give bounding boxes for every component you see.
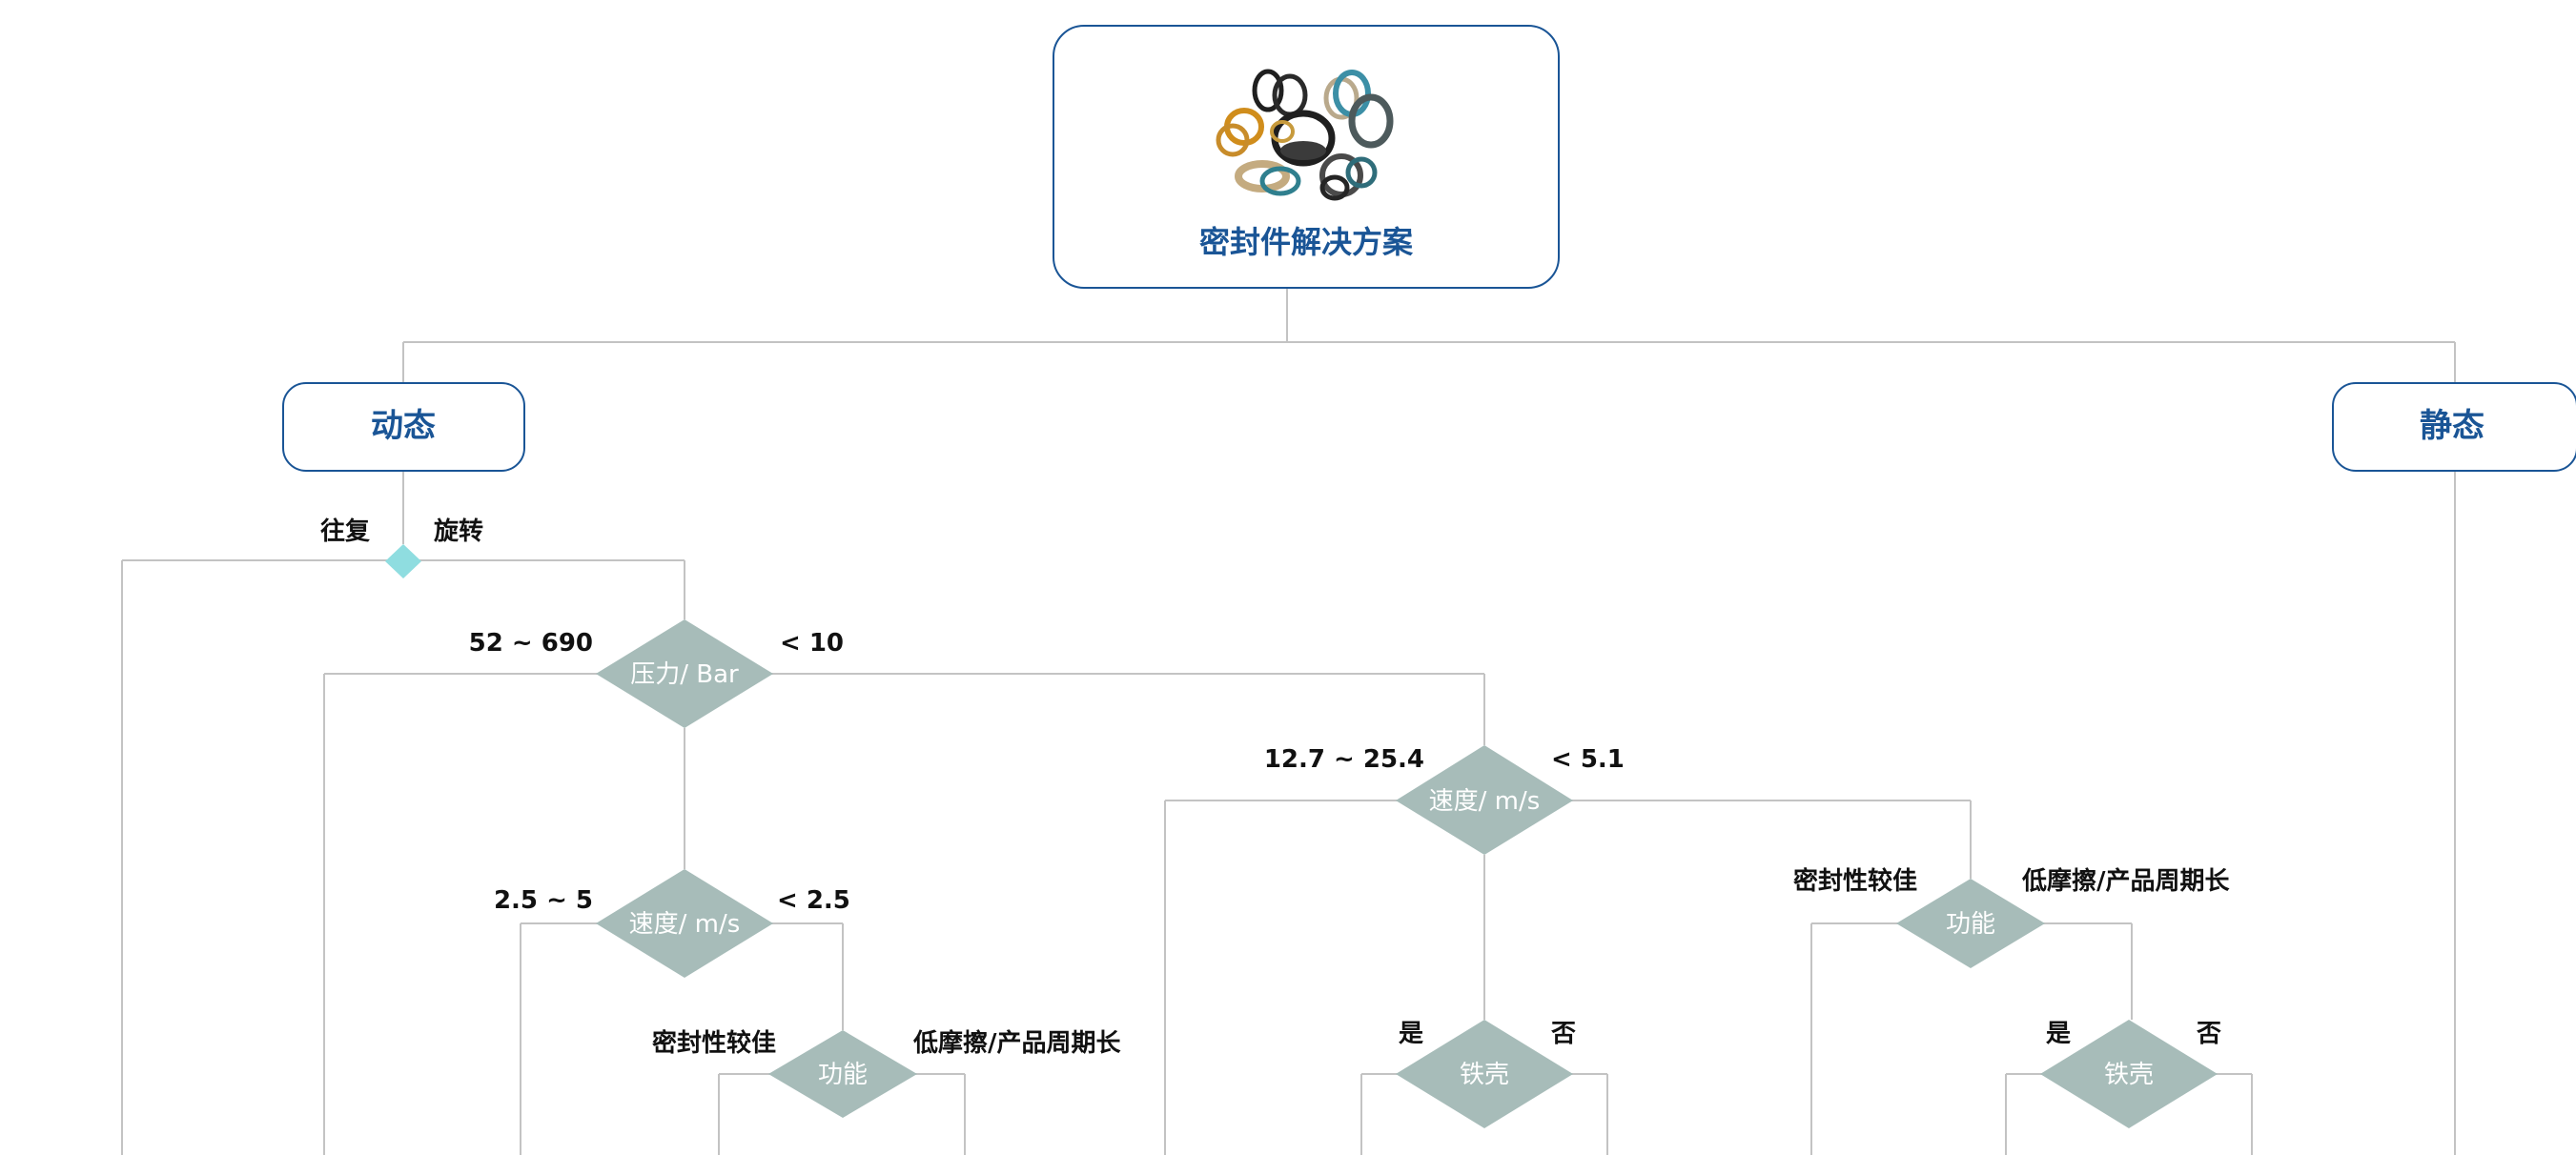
decision-pressure-label: 压力/ Bar	[630, 660, 739, 689]
label-function-left-sealing: 密封性较佳	[652, 1028, 776, 1058]
decision-iron-right[interactable]: 铁壳	[2040, 1020, 2218, 1128]
label-function-left-low-friction: 低摩擦/产品周期长	[912, 1028, 1121, 1058]
label-iron-right-no: 否	[2197, 1020, 2221, 1048]
decision-speed-left[interactable]: 速度/ m/s	[596, 869, 773, 978]
category-static[interactable]: 静态	[2332, 382, 2576, 472]
seals-product-image	[1216, 69, 1394, 201]
label-speed-right-high: 12.7 ~ 25.4	[1264, 745, 1424, 774]
label-iron-right-yes: 是	[2046, 1020, 2071, 1048]
motion-junction-marker	[385, 544, 421, 578]
decision-function-right[interactable]: 功能	[1896, 879, 2045, 968]
label-speed-left-low: < 2.5	[777, 886, 850, 915]
category-dynamic-label: 动态	[371, 407, 436, 445]
root-node[interactable]: 密封件解决方案	[1053, 25, 1560, 289]
decision-function-right-label: 功能	[1946, 910, 1995, 939]
decision-iron-mid-label: 铁壳	[1460, 1061, 1509, 1089]
decision-speed-left-label: 速度/ m/s	[629, 910, 741, 939]
root-title: 密封件解决方案	[1199, 224, 1414, 260]
decision-iron-right-label: 铁壳	[2104, 1061, 2154, 1089]
label-iron-mid-yes: 是	[1399, 1020, 1423, 1048]
label-speed-left-high: 2.5 ~ 5	[494, 886, 593, 915]
label-reciprocating: 往复	[320, 517, 371, 546]
label-pressure-high: 52 ~ 690	[469, 629, 593, 658]
decision-function-left-label: 功能	[818, 1061, 868, 1089]
decision-pressure[interactable]: 压力/ Bar	[596, 619, 773, 728]
decision-iron-mid[interactable]: 铁壳	[1396, 1020, 1573, 1128]
label-function-right-sealing: 密封性较佳	[1793, 866, 1917, 896]
label-speed-right-low: < 5.1	[1551, 745, 1625, 774]
label-pressure-low: < 10	[780, 629, 844, 658]
decision-function-left[interactable]: 功能	[768, 1030, 917, 1118]
decision-speed-right-label: 速度/ m/s	[1429, 787, 1541, 816]
label-iron-mid-no: 否	[1551, 1020, 1576, 1048]
label-function-right-low-friction: 低摩擦/产品周期长	[2021, 866, 2230, 896]
decision-speed-right[interactable]: 速度/ m/s	[1396, 745, 1573, 855]
category-dynamic[interactable]: 动态	[282, 382, 525, 472]
label-rotating: 旋转	[434, 517, 483, 546]
category-static-label: 静态	[2420, 407, 2484, 445]
